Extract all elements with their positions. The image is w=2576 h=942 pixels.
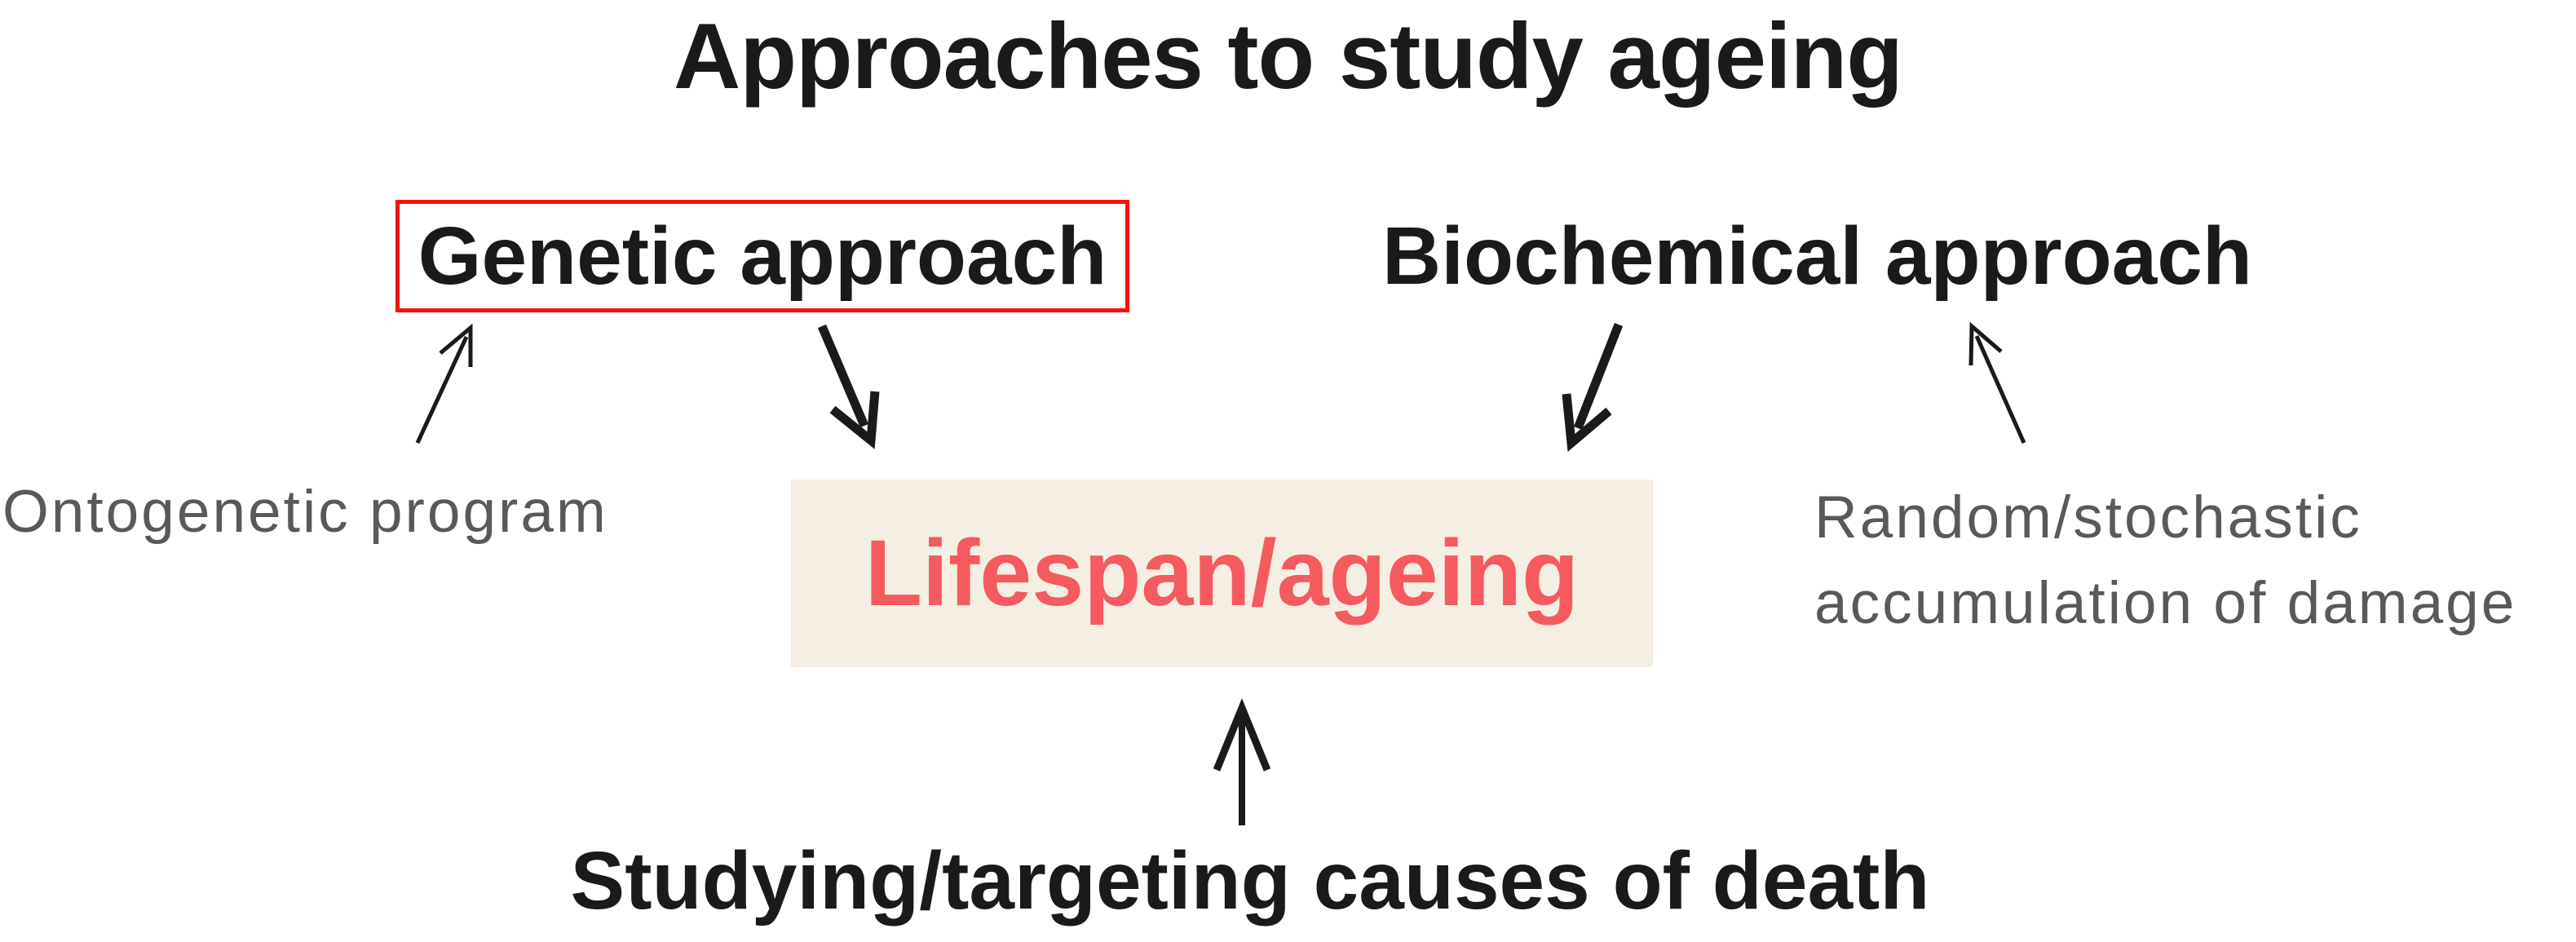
arrow-random-to-biochemical: [1968, 321, 2026, 444]
diagram-title: Approaches to study ageing: [674, 5, 1903, 108]
genetic-approach-label: Genetic approach: [418, 210, 1107, 302]
arrow-causes-to-lifespan: [1213, 698, 1271, 825]
random-stochastic-line2: accumulation of damage: [1814, 570, 2517, 636]
biochemical-approach-label: Biochemical approach: [1382, 210, 2252, 302]
lifespan-ageing-label: Lifespan/ageing: [864, 521, 1580, 626]
random-stochastic-line1: Random/stochastic: [1814, 484, 2362, 551]
ontogenetic-program-label: Ontogenetic program: [2, 479, 608, 545]
random-stochastic-label: Random/stochastic accumulation of damage: [1814, 475, 2516, 646]
arrow-genetic-to-lifespan: [817, 324, 880, 449]
lifespan-ageing-box: Lifespan/ageing: [791, 480, 1653, 667]
causes-of-death-label: Studying/targeting causes of death: [570, 835, 1930, 927]
genetic-approach-box: Genetic approach: [395, 200, 1129, 312]
arrow-biochemical-to-lifespan: [1562, 322, 1624, 452]
arrow-ontogenetic-to-genetic: [415, 323, 473, 444]
